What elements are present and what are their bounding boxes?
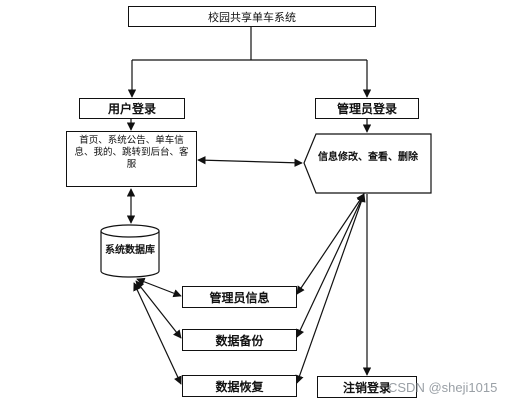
admin-functions-label: 信息修改、查看、删除 [318,152,418,163]
system-title-box: 校园共享单车系统 [128,6,376,27]
user-functions-box: 首页、系统公告、单车信息、我的、跳转到后台、客服 [66,131,197,187]
data-recovery-box: 数据恢复 [182,375,297,397]
arrow-database-admin-info [136,277,182,298]
arrow-admin-funcs-admin-info [296,193,365,295]
admin-funcs-shape [303,133,432,194]
arrow-database-data-recovery [133,282,182,385]
admin-login-box: 管理员登录 [315,98,419,119]
arrow-admin-funcs-data-recovery [295,193,366,384]
admin-info-box: 管理员信息 [182,286,297,308]
watermark: CSDN @sheji1015 [388,380,498,395]
user-login-box: 用户登录 [79,98,185,119]
data-backup-box: 数据备份 [182,329,297,351]
arrow-admin-funcs-data-backup [296,193,365,338]
arrow-user-admin-funcs [197,156,303,167]
database-cylinder [100,224,160,278]
database-label: 系统数据库 [105,245,155,256]
arrow-database-data-backup [135,280,182,339]
logout-box: 注销登录 [317,376,417,398]
